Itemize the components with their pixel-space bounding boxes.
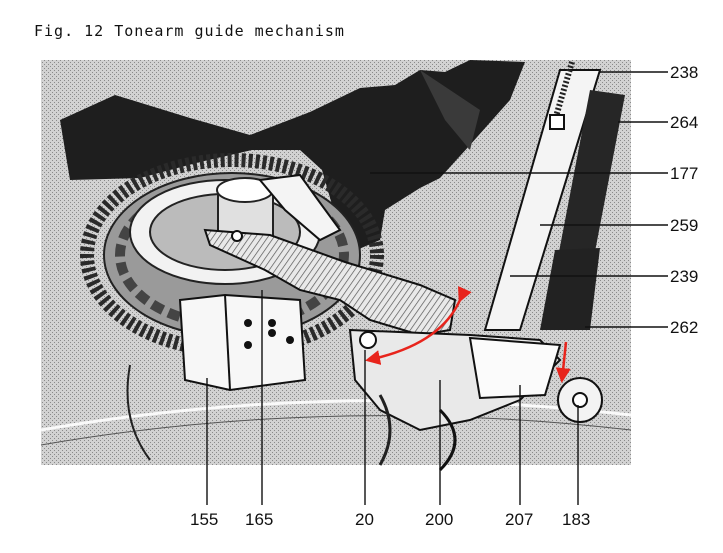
label-177: 177 <box>670 164 698 183</box>
red-arrow-curved <box>365 285 472 365</box>
label-200: 200 <box>425 510 453 529</box>
label-183: 183 <box>562 510 590 529</box>
tonearm-bar <box>483 69 602 331</box>
label-262: 262 <box>670 318 698 337</box>
label-259: 259 <box>670 216 698 235</box>
label-207: 207 <box>505 510 533 529</box>
bracket-box <box>178 293 307 392</box>
red-arrow-down <box>555 341 571 383</box>
label-238: 238 <box>670 63 698 82</box>
black-frame-arm <box>60 60 525 252</box>
label-20: 20 <box>355 510 374 529</box>
label-239: 239 <box>670 267 698 286</box>
figure-title: Fig. 12 Tonearm guide mechanism <box>34 22 345 40</box>
label-264: 264 <box>670 113 698 132</box>
label-155: 155 <box>190 510 218 529</box>
platter-rim <box>40 399 632 432</box>
bottom-leader-lines <box>206 290 579 505</box>
label-165: 165 <box>245 510 273 529</box>
right-leader-lines <box>370 71 668 328</box>
